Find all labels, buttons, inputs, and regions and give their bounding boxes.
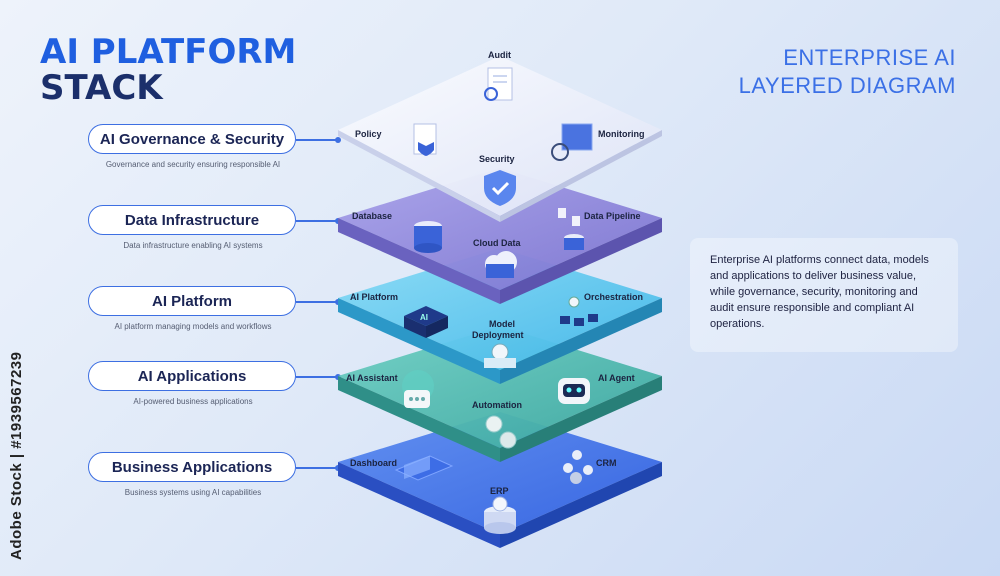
- label-data-pipeline: Data Pipeline: [584, 211, 641, 221]
- plate-platform: AI AI Platform Orchestration Model Deplo…: [338, 248, 662, 384]
- label-ai-agent: AI Agent: [598, 373, 635, 383]
- label-crm: CRM: [596, 458, 617, 468]
- data-pipeline-icon: [558, 208, 584, 250]
- label-automation: Automation: [472, 400, 522, 410]
- plate-business: Dashboard CRM ERP: [338, 412, 662, 548]
- layer-pill-platform: AI Platform: [88, 286, 296, 316]
- label-database: Database: [352, 211, 392, 221]
- page-title: AI PLATFORM STACK: [40, 34, 296, 106]
- ai-chip-icon: AI: [404, 306, 448, 338]
- layer-pill-data: Data Infrastructure: [88, 205, 296, 235]
- audit-document-icon: [484, 67, 513, 101]
- svg-text:AI: AI: [420, 313, 428, 322]
- plate-governance: Audit Policy Monitoring Security: [338, 50, 662, 222]
- label-security: Security: [479, 154, 515, 164]
- automation-gears-icon: [485, 415, 517, 449]
- layer-pill-governance: AI Governance & Security: [88, 124, 296, 154]
- cloud-data-icon: [485, 251, 517, 278]
- layer-desc-platform: AI platform managing models and workflow…: [114, 322, 272, 331]
- layer-label-data: Data Infrastructure Data infrastructure …: [88, 205, 338, 250]
- layer-desc-governance: Governance and security ensuring respons…: [105, 160, 281, 169]
- label-orchestration: Orchestration: [584, 292, 643, 302]
- monitor-icon: [394, 455, 454, 481]
- security-shield-icon: [484, 170, 516, 206]
- label-model: Model: [489, 319, 515, 329]
- title-line-1: AI PLATFORM: [40, 32, 297, 72]
- chat-bubble-icon: [402, 370, 434, 408]
- layer-label-applications: AI Applications AI-powered business appl…: [88, 361, 338, 406]
- label-ai-assistant: AI Assistant: [346, 373, 398, 383]
- label-policy: Policy: [355, 129, 382, 139]
- label-erp: ERP: [490, 486, 509, 496]
- layer-desc-business: Business systems using AI capabilities: [124, 488, 262, 497]
- layer-label-governance: AI Governance & Security Governance and …: [88, 124, 338, 169]
- layer-desc-applications: AI-powered business applications: [133, 397, 253, 406]
- layer-pill-applications: AI Applications: [88, 361, 296, 391]
- monitoring-screen-icon: [551, 123, 593, 161]
- orchestration-flow-icon: [560, 296, 598, 326]
- subtitle-line-1: ENTERPRISE AI: [783, 45, 956, 70]
- label-dashboard: Dashboard: [350, 458, 397, 468]
- crm-people-icon: [563, 450, 593, 484]
- layer-label-platform: AI Platform AI platform managing models …: [88, 286, 338, 331]
- title-line-2: STACK: [40, 68, 163, 108]
- layer-desc-data: Data infrastructure enabling AI systems: [123, 241, 263, 250]
- label-audit: Audit: [488, 50, 511, 60]
- database-icon: [414, 221, 442, 253]
- info-box: Enterprise AI platforms connect data, mo…: [690, 238, 958, 352]
- layer-label-business: Business Applications Business systems u…: [88, 452, 338, 497]
- robot-agent-icon: [558, 378, 590, 404]
- label-monitoring: Monitoring: [598, 129, 645, 139]
- label-deployment: Deployment: [472, 330, 524, 340]
- stock-credit: Adobe Stock | #1939567239: [6, 330, 26, 570]
- label-ai-platform: AI Platform: [350, 292, 398, 302]
- policy-document-icon: [413, 123, 437, 156]
- subtitle-line-2: LAYERED DIAGRAM: [738, 73, 956, 98]
- erp-gear-database-icon: [484, 496, 516, 534]
- page-subtitle: ENTERPRISE AI LAYERED DIAGRAM: [739, 44, 956, 100]
- deployment-gear-icon: [484, 343, 516, 368]
- connector-governance: [296, 136, 341, 143]
- plate-data: Database Data Pipeline Cloud Data: [338, 168, 662, 304]
- layer-pill-business: Business Applications: [88, 452, 296, 482]
- label-cloud-data: Cloud Data: [473, 238, 521, 248]
- stock-credit-text: Adobe Stock | #1939567239: [8, 351, 25, 560]
- plate-applications: AI Assistant AI Agent Automation: [338, 326, 662, 462]
